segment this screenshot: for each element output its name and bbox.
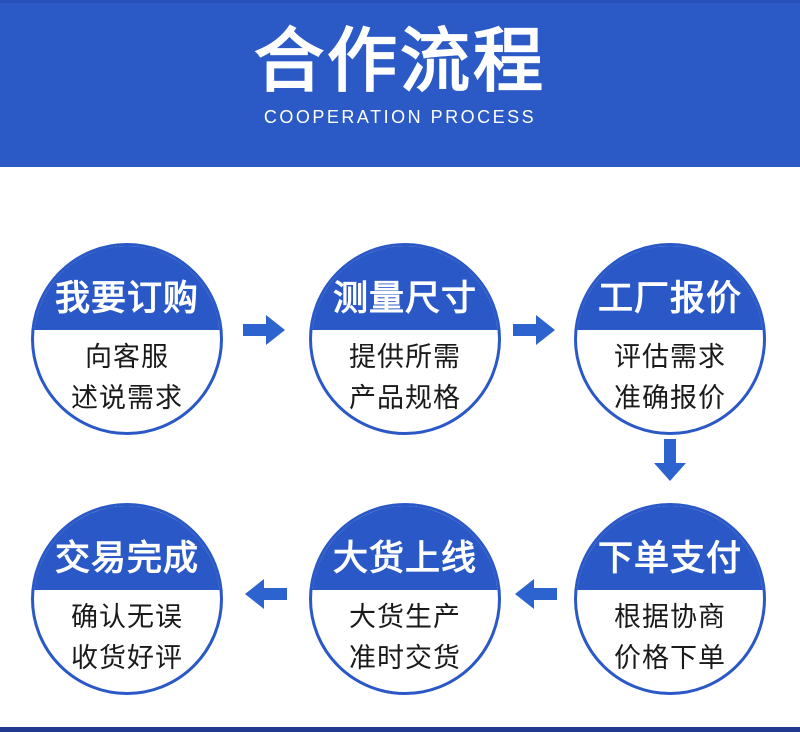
step-title-area: 工厂报价 bbox=[577, 246, 763, 330]
step-description: 确认无误 收货好评 bbox=[34, 597, 220, 679]
arrow-right-icon bbox=[243, 315, 285, 345]
step-title: 大货上线 bbox=[332, 539, 477, 578]
step-title-area: 我要订购 bbox=[34, 246, 220, 330]
step-title: 测量尺寸 bbox=[332, 279, 477, 318]
step-circle-measure: 测量尺寸 提供所需 产品规格 bbox=[309, 243, 501, 435]
step-circle-quote: 工厂报价 评估需求 准确报价 bbox=[574, 243, 766, 435]
step-description: 大货生产 准时交货 bbox=[312, 597, 498, 679]
step-description-line: 提供所需 bbox=[349, 342, 461, 372]
step-title: 工厂报价 bbox=[597, 279, 742, 318]
step-description-line: 向客服 bbox=[85, 342, 169, 372]
arrow-right-icon bbox=[513, 315, 555, 345]
step-title-area: 测量尺寸 bbox=[312, 246, 498, 330]
step-title-area: 大货上线 bbox=[312, 506, 498, 590]
step-description: 向客服 述说需求 bbox=[34, 337, 220, 419]
step-description-line: 准时交货 bbox=[349, 643, 461, 673]
step-description-line: 收货好评 bbox=[71, 643, 183, 673]
footer-strip bbox=[0, 727, 800, 732]
arrow-down-icon bbox=[654, 439, 686, 481]
step-title: 我要订购 bbox=[54, 279, 199, 318]
step-description-line: 准确报价 bbox=[614, 383, 726, 413]
step-description-line: 评估需求 bbox=[614, 342, 726, 372]
arrow-left-icon bbox=[245, 579, 287, 609]
header-banner: 合作流程 COOPERATION PROCESS bbox=[0, 0, 800, 167]
step-description-line: 根据协商 bbox=[614, 602, 726, 632]
step-circle-production: 大货上线 大货生产 准时交货 bbox=[309, 503, 501, 695]
page-subtitle: COOPERATION PROCESS bbox=[263, 107, 537, 127]
step-description-line: 产品规格 bbox=[349, 383, 461, 413]
step-circle-order: 我要订购 向客服 述说需求 bbox=[31, 243, 223, 435]
step-circle-pay: 下单支付 根据协商 价格下单 bbox=[574, 503, 766, 695]
step-description-line: 价格下单 bbox=[614, 643, 726, 673]
step-description: 提供所需 产品规格 bbox=[312, 337, 498, 419]
page-title: 合作流程 bbox=[254, 22, 546, 100]
step-title-area: 下单支付 bbox=[577, 506, 763, 590]
step-description-line: 述说需求 bbox=[71, 383, 183, 413]
step-circle-complete: 交易完成 确认无误 收货好评 bbox=[31, 503, 223, 695]
step-title: 交易完成 bbox=[54, 539, 199, 578]
step-description-line: 大货生产 bbox=[349, 602, 461, 632]
step-title-area: 交易完成 bbox=[34, 506, 220, 590]
step-description: 评估需求 准确报价 bbox=[577, 337, 763, 419]
step-description: 根据协商 价格下单 bbox=[577, 597, 763, 679]
step-description-line: 确认无误 bbox=[71, 602, 183, 632]
arrow-left-icon bbox=[515, 579, 557, 609]
step-title: 下单支付 bbox=[597, 539, 742, 578]
